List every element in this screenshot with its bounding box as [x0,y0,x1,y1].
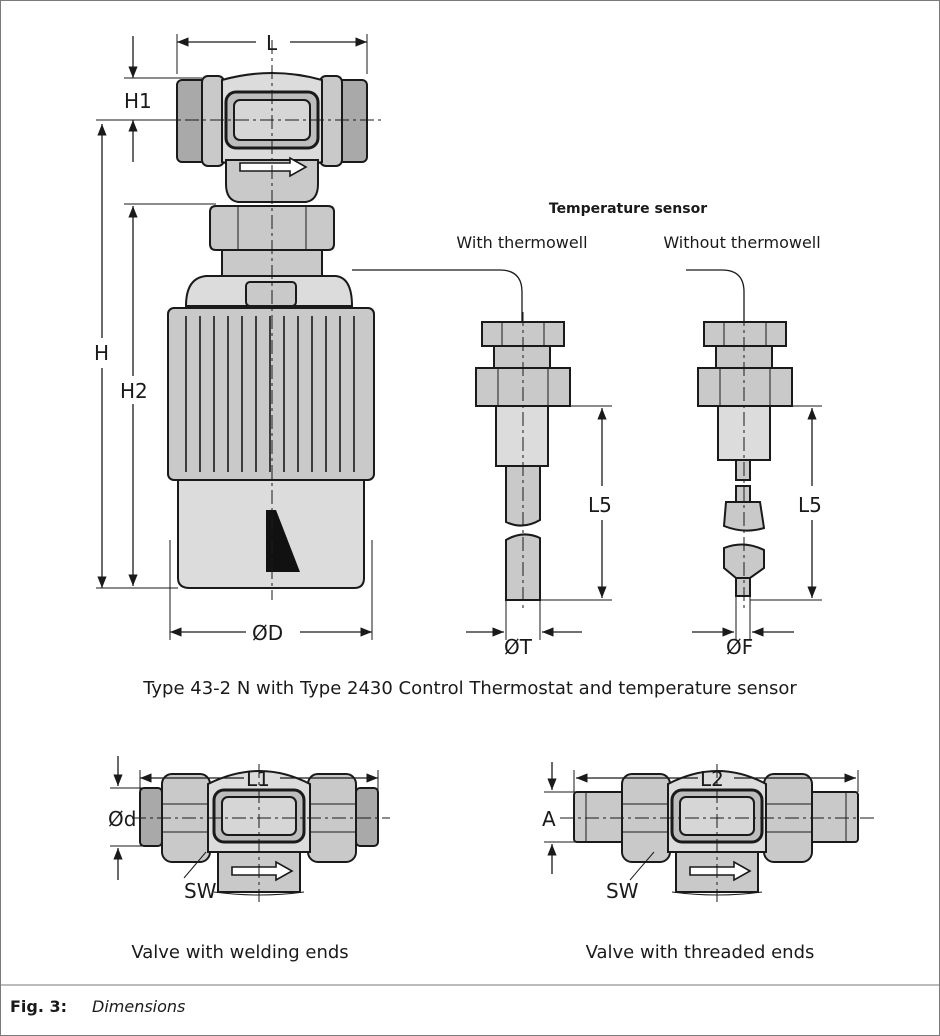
sensor-without-thermowell-label: Without thermowell [663,233,820,252]
sensor-with-thermowell-label: With thermowell [456,233,587,252]
dim-L5-with-label: L5 [588,493,612,517]
sensor-without-thermowell [697,321,793,597]
dim-H-label: H [94,341,109,365]
dim-SW-weld-label: SW [184,879,217,903]
welding-caption: Valve with welding ends [131,942,348,963]
dim-A-label: A [542,807,556,831]
housing-ribs [185,316,355,472]
main-caption: Type 43-2 N with Type 2430 Control Therm… [142,678,797,699]
dim-L-label: L [266,31,278,55]
dim-d-label: Ød [108,807,136,831]
dim-H1-label: H1 [124,89,152,113]
dim-L1-label: L1 [246,767,270,791]
dim-H2-label: H2 [120,379,148,403]
sensor-heading: Temperature sensor [549,201,707,217]
figure-label: Fig. 3: [10,997,67,1016]
figure-title: Dimensions [92,997,185,1016]
dim-T-label: ØT [504,635,533,659]
dim-D-label: ØD [252,621,283,645]
dim-F-label: ØF [726,635,753,659]
dim-L5-without-label: L5 [798,493,822,517]
threaded-caption: Valve with threaded ends [586,942,815,963]
main-valve-assembly [167,72,523,589]
dim-SW-thread-label: SW [606,879,639,903]
dim-L2-label: L2 [700,767,724,791]
